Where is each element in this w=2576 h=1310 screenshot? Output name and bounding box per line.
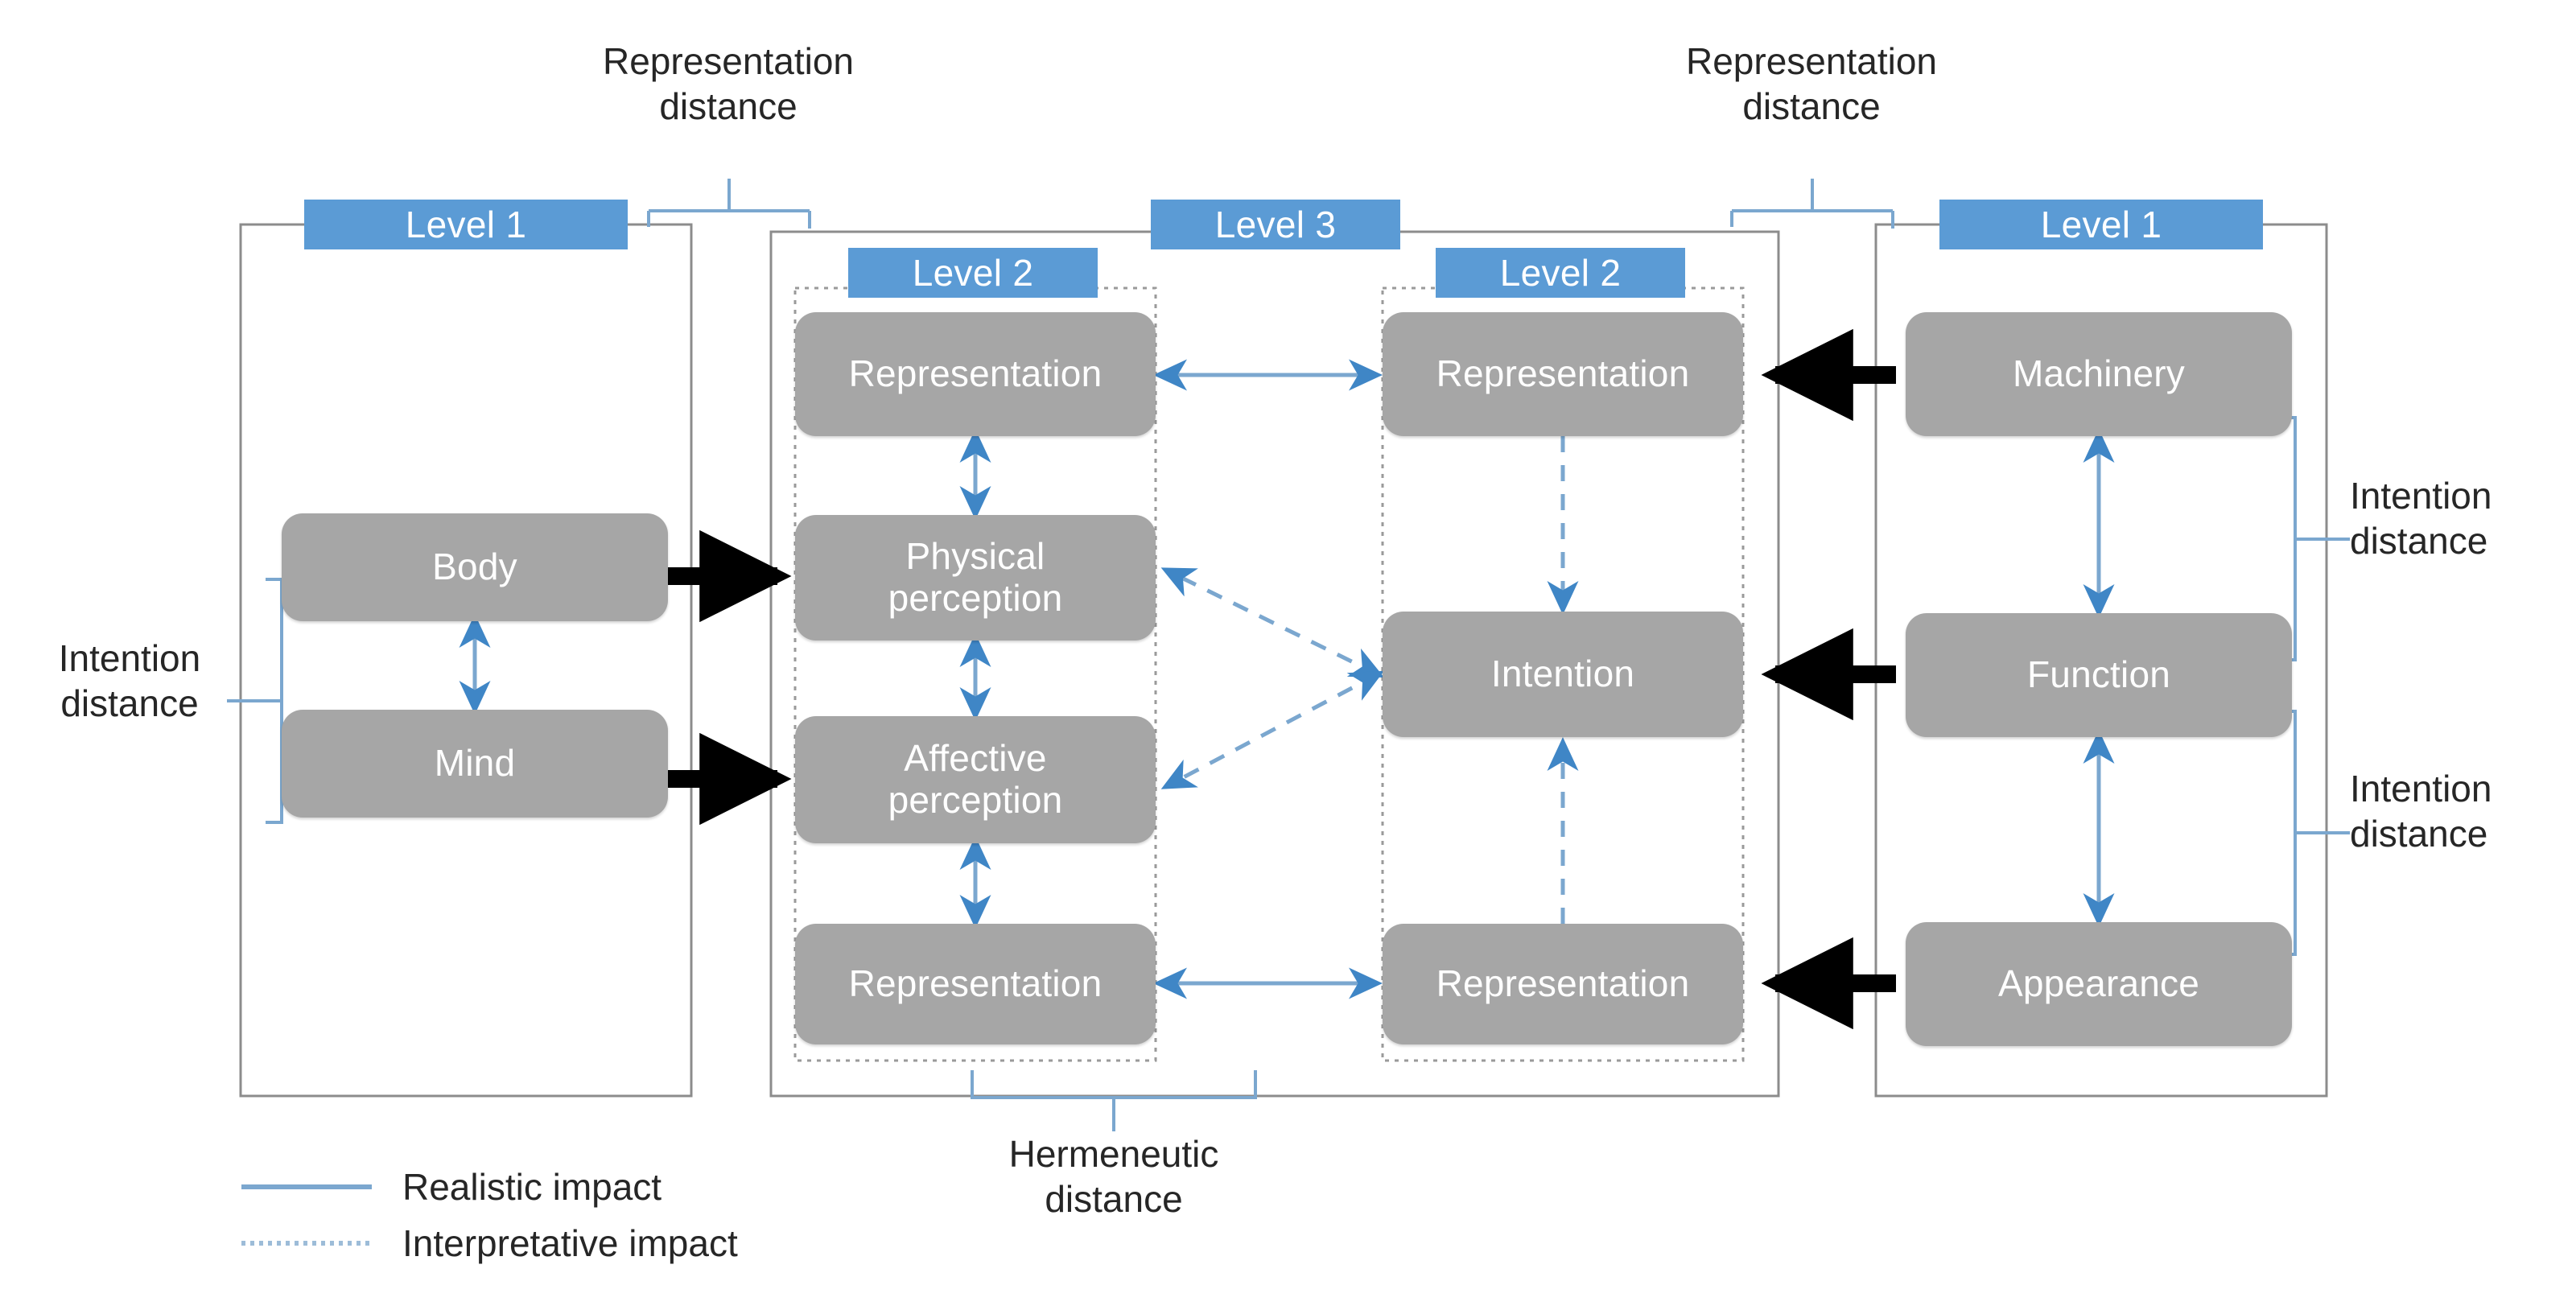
brace-hermeneutic-distance bbox=[971, 1070, 1257, 1131]
container-right-level2 bbox=[1381, 286, 1745, 1062]
label-hermeneutic-distance: Hermeneutic distance bbox=[1008, 1133, 1219, 1221]
label-intention-distance-right-lower: Intention distance bbox=[2350, 768, 2492, 855]
label-intention-distance-right-upper: Intention distance bbox=[2350, 475, 2492, 562]
node-representation-perception-bottom[interactable]: Representation bbox=[795, 924, 1156, 1044]
node-intention[interactable]: Intention bbox=[1383, 612, 1743, 737]
node-representation-intention-top[interactable]: Representation bbox=[1383, 312, 1743, 436]
label-representation-distance-right: Representation distance bbox=[1686, 40, 1937, 128]
label-intention-distance-left: Intention distance bbox=[58, 637, 201, 725]
interpretative-arrow-intention-affective bbox=[1160, 670, 1384, 789]
interpretative-arrow-intention-physical bbox=[1160, 567, 1385, 678]
brace-intention-distance-right-lower bbox=[2279, 710, 2350, 956]
level-tag-right-level2: Level 2 bbox=[1436, 248, 1685, 298]
node-physical-perception[interactable]: Physical perception bbox=[795, 515, 1156, 641]
brace-intention-distance-right-upper bbox=[2279, 416, 2350, 661]
level-tag-level3: Level 3 bbox=[1151, 200, 1400, 249]
legend-item-interpretative-impact: Interpretative impact bbox=[402, 1222, 738, 1264]
brace-intention-distance-left bbox=[227, 578, 283, 824]
node-representation-intention-bottom[interactable]: Representation bbox=[1383, 924, 1743, 1044]
node-function[interactable]: Function bbox=[1906, 613, 2292, 737]
container-left-level1 bbox=[239, 223, 693, 1098]
legend-item-realistic-impact: Realistic impact bbox=[402, 1166, 662, 1208]
node-representation-perception-top[interactable]: Representation bbox=[795, 312, 1156, 436]
brace-representation-distance-right bbox=[1730, 179, 1894, 229]
node-machinery[interactable]: Machinery bbox=[1906, 312, 2292, 436]
label-representation-distance-left: Representation distance bbox=[603, 40, 854, 128]
level-tag-right-level1: Level 1 bbox=[1939, 200, 2263, 249]
brace-representation-distance-left bbox=[647, 179, 811, 229]
node-body[interactable]: Body bbox=[282, 513, 668, 621]
level-tag-left-level2: Level 2 bbox=[848, 248, 1098, 298]
level-tag-left-level1: Level 1 bbox=[304, 200, 628, 249]
node-affective-perception[interactable]: Affective perception bbox=[795, 716, 1156, 843]
node-appearance[interactable]: Appearance bbox=[1906, 922, 2292, 1046]
node-mind[interactable]: Mind bbox=[282, 710, 668, 818]
container-left-level2 bbox=[793, 286, 1157, 1062]
